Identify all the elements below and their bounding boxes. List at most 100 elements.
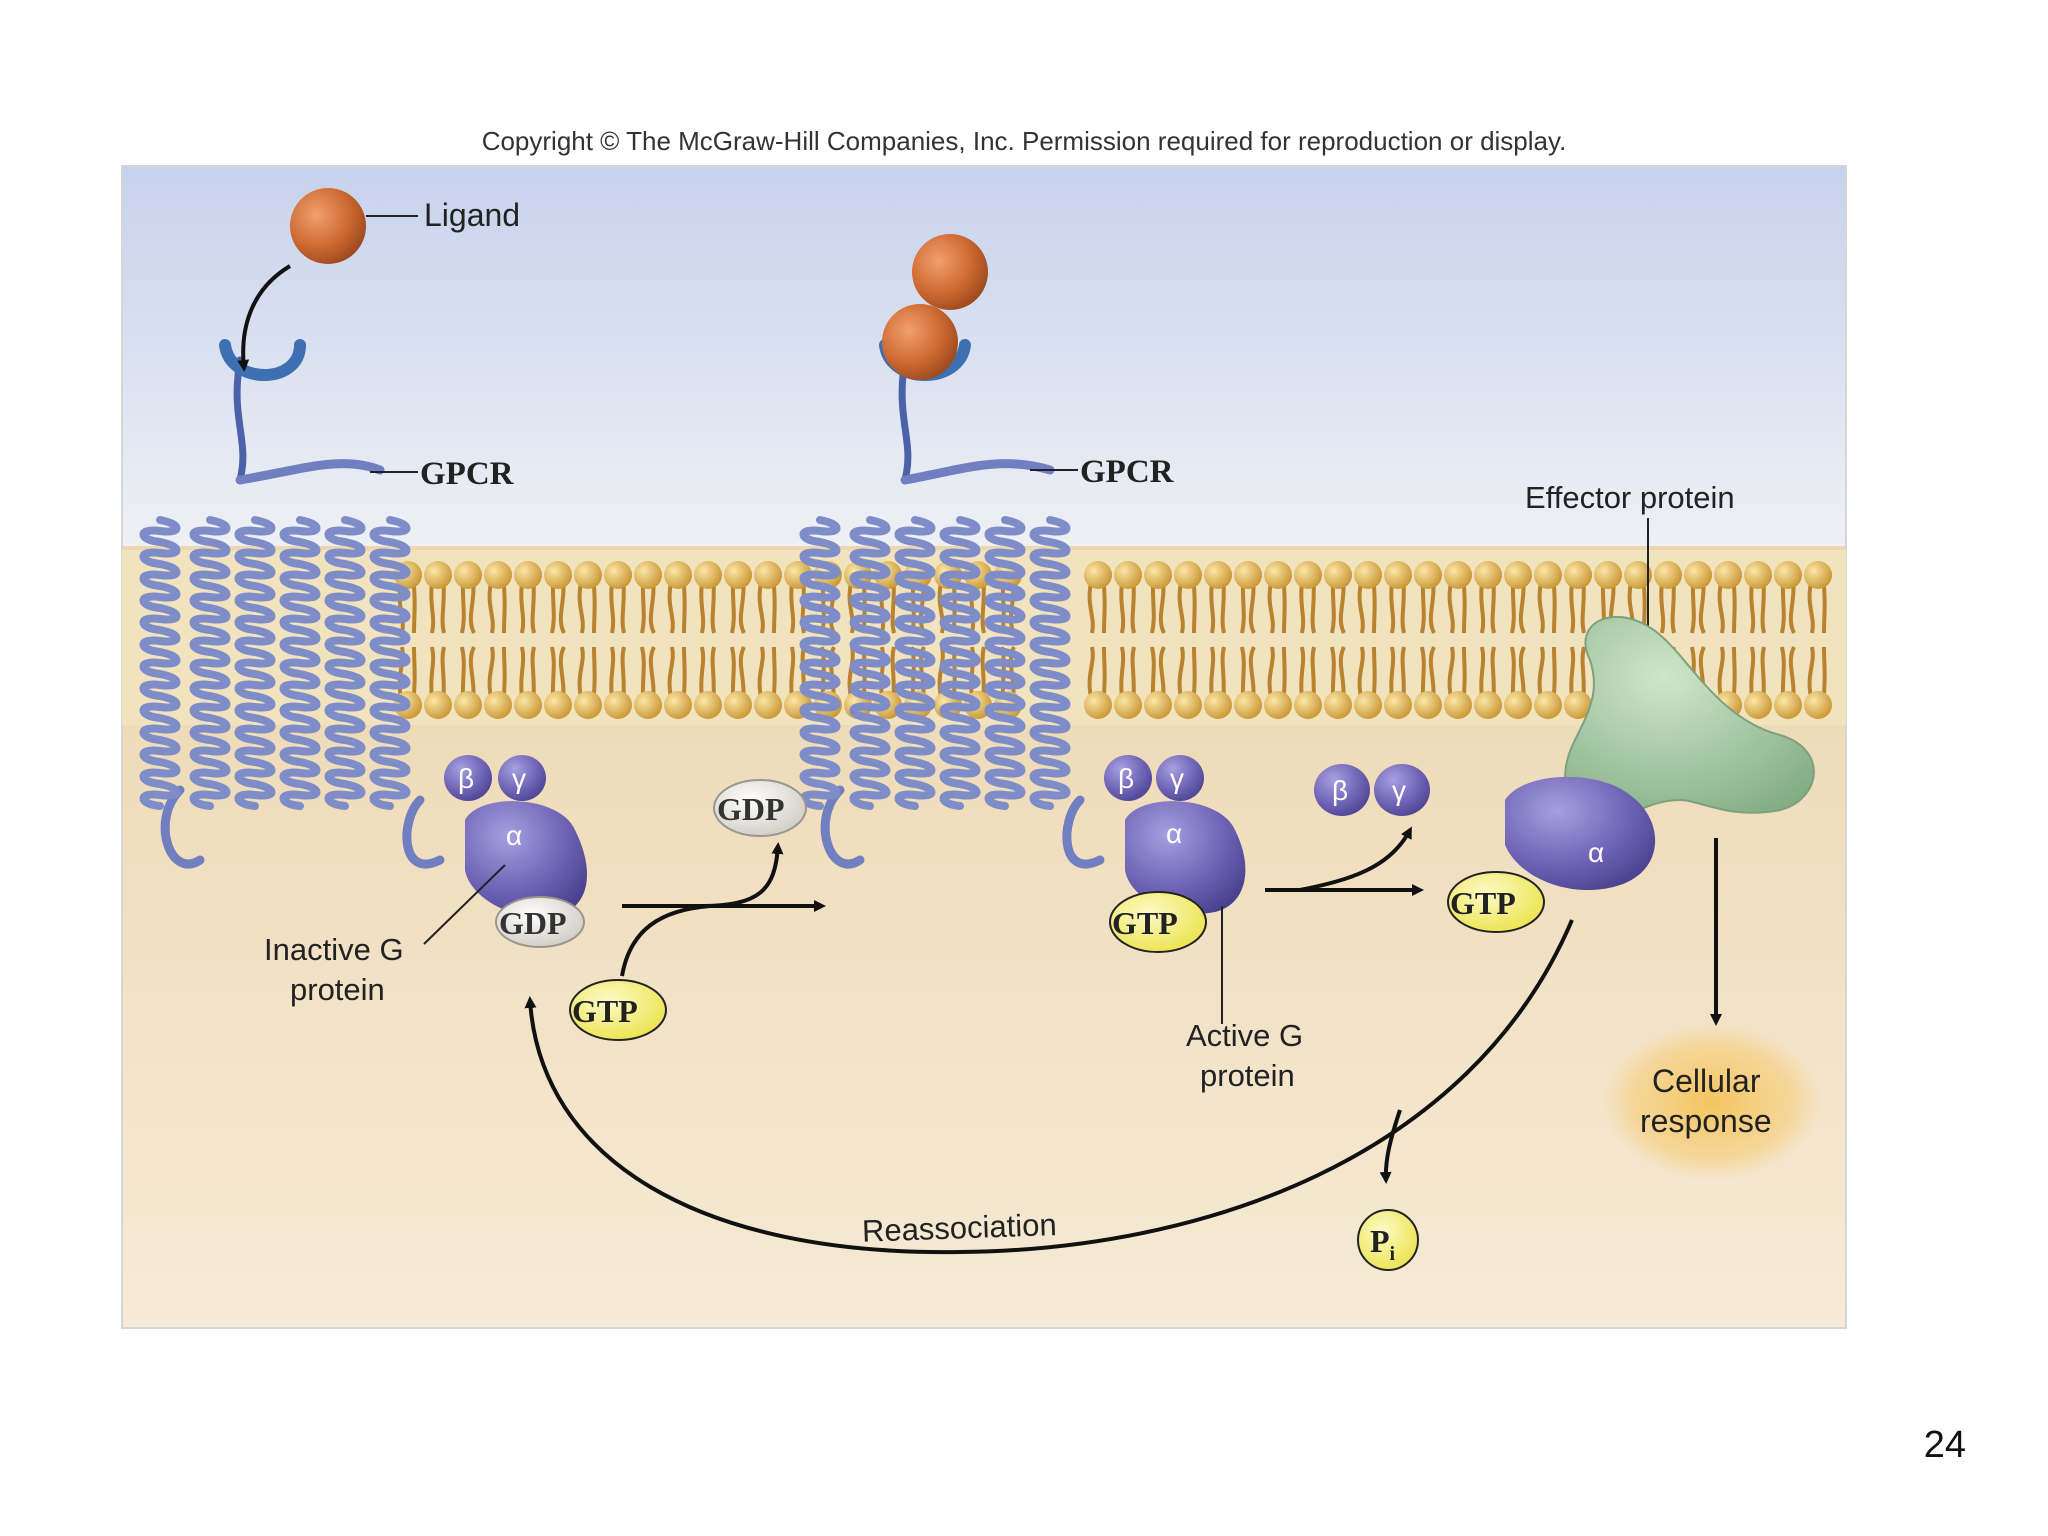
lipid-head (1264, 691, 1292, 719)
lipid-head (544, 561, 572, 589)
lipid-head (1204, 561, 1232, 589)
lipid-head (514, 561, 542, 589)
pi-label-main: P (1370, 1223, 1390, 1259)
transmembrane-helix (324, 516, 366, 810)
lipid-head (424, 691, 452, 719)
lipid-head (1444, 561, 1472, 589)
lipid-head (454, 691, 482, 719)
transmembrane-helix (799, 516, 841, 810)
copyright-notice: Copyright © The McGraw-Hill Companies, I… (481, 126, 1567, 156)
lipid-head (664, 561, 692, 589)
alpha-subunit-effector (1505, 776, 1656, 891)
inactive-g-label-line2: protein (290, 972, 385, 1007)
lipid-head (1774, 691, 1802, 719)
lipid-head (1564, 561, 1592, 589)
lipid-head (634, 561, 662, 589)
alpha-label-2: α (1166, 818, 1182, 849)
gtp-label-incoming: GTP (572, 993, 638, 1029)
gamma-subunit-2 (1156, 755, 1204, 801)
lipid-head (1444, 691, 1472, 719)
lipid-head (754, 691, 782, 719)
lipid-head (1534, 691, 1562, 719)
extracellular-space (122, 166, 1846, 546)
pi-label: Pi (1370, 1223, 1396, 1265)
ligand-binding-arrow (237, 264, 292, 372)
lipid-head (454, 561, 482, 589)
lipid-head (604, 561, 632, 589)
reassociation-arrow (524, 919, 1574, 1255)
lipid-head (1684, 561, 1712, 589)
lipid-head (514, 691, 542, 719)
lipid-head (1354, 691, 1382, 719)
active-g-label-line1: Active G (1186, 1018, 1303, 1053)
lipid-head (1564, 691, 1592, 719)
lipid-head (1234, 561, 1262, 589)
gdp-label-bound: GDP (499, 905, 567, 941)
gamma-label-free: γ (1392, 775, 1406, 806)
lipid-head (1114, 691, 1142, 719)
phosphate-release-arrow (1379, 1109, 1402, 1184)
gamma-subunit-1 (498, 755, 546, 801)
lipid-head (1744, 561, 1772, 589)
lipid-head (1174, 691, 1202, 719)
lipid-head (1204, 691, 1232, 719)
lipid-head (1804, 561, 1832, 589)
alpha-subunit-2 (1125, 801, 1246, 914)
lipid-head (1114, 561, 1142, 589)
gtp-bound-effector (1447, 871, 1545, 933)
inactive-g-label-line1: Inactive G (264, 932, 404, 967)
ligand-free (290, 188, 366, 264)
lipid-head (1324, 561, 1352, 589)
page-number: 24 (1923, 1424, 1966, 1466)
alpha-label-effector: α (1588, 837, 1604, 868)
lipid-head (1534, 561, 1562, 589)
lipid-head (1324, 691, 1352, 719)
lipid-head (1654, 561, 1682, 589)
transmembrane-helix (279, 516, 321, 810)
lipid-head (1084, 691, 1112, 719)
gamma-subunit-free (1374, 764, 1430, 816)
lipid-head (634, 691, 662, 719)
ligand-label: Ligand (424, 197, 520, 233)
lipid-head (1234, 691, 1262, 719)
lipid-head (484, 561, 512, 589)
lipid-head (1384, 561, 1412, 589)
cellular-response-glow (1602, 1024, 1822, 1180)
transmembrane-helix (234, 516, 276, 810)
lipid-head (1474, 691, 1502, 719)
reassociation-label: Reassociation (861, 1207, 1057, 1249)
lipid-head (1084, 561, 1112, 589)
lipid-head (1414, 561, 1442, 589)
lipid-head (1354, 561, 1382, 589)
transmembrane-helix (139, 516, 181, 810)
inactive-g-protein (444, 755, 587, 948)
gpcr-label-1: GPCR (420, 456, 515, 492)
lipid-head (574, 691, 602, 719)
lipid-head (1504, 561, 1532, 589)
ligand-bound-2 (882, 304, 958, 380)
gamma-label-1: γ (512, 763, 526, 794)
gdp-label-released: GDP (717, 791, 785, 827)
gdp-release-arrow (699, 842, 784, 908)
active-g-label-line2: protein (1200, 1058, 1295, 1093)
lipid-head (544, 691, 572, 719)
beta-label-1: β (458, 763, 474, 794)
gdp-bound (495, 896, 585, 948)
lipid-head (724, 561, 752, 589)
pi-label-sub: i (1390, 1243, 1396, 1265)
gtp-bound-active (1109, 891, 1207, 953)
beta-subunit-free (1314, 764, 1370, 816)
ligand-bound-1 (912, 234, 988, 310)
lipid-head (754, 561, 782, 589)
lipid-head (1294, 561, 1322, 589)
alpha-label-1: α (506, 820, 522, 851)
lipid-head (424, 561, 452, 589)
cellular-response-line1: Cellular (1652, 1063, 1761, 1099)
lipid-head (664, 691, 692, 719)
gpcr-label-2: GPCR (1080, 454, 1175, 490)
lipid-head (1294, 691, 1322, 719)
lipid-head (1624, 561, 1652, 589)
gtp-label-active: GTP (1112, 905, 1178, 941)
active-g-protein-complex (1104, 755, 1246, 953)
